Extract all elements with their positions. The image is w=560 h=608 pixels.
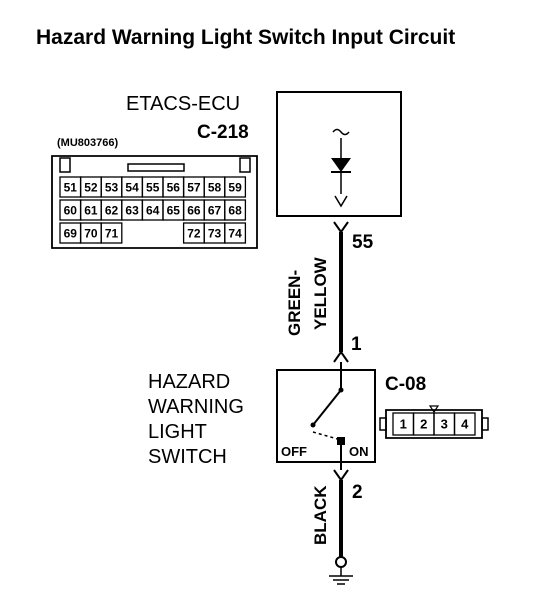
pin-number: 3 xyxy=(441,417,448,432)
svg-text:YELLOW: YELLOW xyxy=(311,256,330,330)
svg-text:SWITCH: SWITCH xyxy=(148,446,227,468)
connector-pin-cell: 60 xyxy=(59,199,82,221)
connector-pin-cell: 73 xyxy=(203,222,226,244)
ecu-box xyxy=(276,91,402,217)
pin-number: 54 xyxy=(125,181,139,195)
ecu-pin-number: 55 xyxy=(352,232,374,253)
pin-number: 55 xyxy=(146,181,160,195)
connector-pin-cell: 69 xyxy=(59,222,82,244)
diode-icon xyxy=(331,128,351,208)
pin-number: 69 xyxy=(64,227,78,241)
pin-number: 59 xyxy=(228,181,242,195)
connector-pin-cell: 72 xyxy=(182,222,205,244)
switch-label: HAZARD WARNING LIGHT SWITCH xyxy=(148,371,244,468)
switch-pin2-number: 2 xyxy=(352,482,363,503)
connector-pin-cell: 64 xyxy=(141,199,164,221)
connector-pin-cell: 52 xyxy=(79,176,102,198)
pin-number: 68 xyxy=(228,204,242,218)
connector-pin-cell: 56 xyxy=(162,176,185,198)
pin-number: 71 xyxy=(105,227,119,241)
connector-pin-cell: 70 xyxy=(79,222,102,244)
connector-pin-cell: 53 xyxy=(100,176,123,198)
connector-pin-cell: 1 xyxy=(392,412,415,436)
connector-pin-cell: 51 xyxy=(59,176,82,198)
pin-number: 57 xyxy=(187,181,201,195)
pin-number: 4 xyxy=(461,417,469,432)
switch-pin1-number: 1 xyxy=(351,334,362,355)
connector-c218: 51 52 53 54 55 56 57 58 59 60 61 62 63 64 65 66 67 68 69… xyxy=(51,155,258,249)
connector-pin-cell: 61 xyxy=(79,199,102,221)
pin-number: 53 xyxy=(105,181,119,195)
connector-pin-cell: 66 xyxy=(182,199,205,221)
connector-pin-cell: 63 xyxy=(121,199,144,221)
pin-number: 52 xyxy=(84,181,98,195)
connector-pin-cell: 74 xyxy=(224,222,247,244)
switch-connector-code: C-08 xyxy=(385,374,426,395)
wire-color-label-top: GREEN- YELLOW xyxy=(285,256,330,336)
pin-number: 73 xyxy=(208,227,222,241)
pin-number: 63 xyxy=(125,204,139,218)
connector-pin-cell: 58 xyxy=(203,176,226,198)
connector-pin-cell: 71 xyxy=(100,222,123,244)
pin-number: 66 xyxy=(187,204,201,218)
switch-on-label: ON xyxy=(349,444,369,459)
pin-number: 62 xyxy=(105,204,119,218)
pin-number: 56 xyxy=(167,181,181,195)
connector-pin-cell: 3 xyxy=(433,412,456,436)
connector-pin-cell: 67 xyxy=(203,199,226,221)
switch-pin2-terminal-icon xyxy=(333,469,349,482)
connector-pin-cell: 2 xyxy=(412,412,435,436)
switch-off-label: OFF xyxy=(281,444,307,459)
switch-contact-icon xyxy=(310,389,345,470)
connector-pin-cell: 65 xyxy=(162,199,185,221)
connector-pin-cell: 68 xyxy=(224,199,247,221)
ground-icon xyxy=(329,556,353,585)
connector-pin-cell: 62 xyxy=(100,199,123,221)
wire-color-label-bottom: BLACK xyxy=(311,485,330,545)
svg-text:LIGHT: LIGHT xyxy=(148,421,207,443)
hazard-switch-box: OFF ON xyxy=(276,362,376,470)
pin-number: 64 xyxy=(146,204,160,218)
svg-text:WARNING: WARNING xyxy=(148,396,244,418)
pin-number: 70 xyxy=(84,227,98,241)
connector-pin-cell: 57 xyxy=(182,176,205,198)
pin-number: 72 xyxy=(187,227,201,241)
pin-number: 60 xyxy=(64,204,78,218)
diagram-title: Hazard Warning Light Switch Input Circui… xyxy=(36,26,455,49)
pin-number: 61 xyxy=(84,204,98,218)
pin-number: 1 xyxy=(400,417,407,432)
ecu-pin-terminal-icon xyxy=(333,221,349,234)
svg-text:HAZARD: HAZARD xyxy=(148,371,230,393)
svg-text:GREEN-: GREEN- xyxy=(285,270,304,336)
ecu-connector-code: C-218 xyxy=(197,122,249,143)
pin-number: 65 xyxy=(167,204,181,218)
ecu-name: ETACS-ECU xyxy=(126,93,240,115)
pin-number: 58 xyxy=(208,181,222,195)
pin-number: 2 xyxy=(420,417,427,432)
pin-number: 51 xyxy=(64,181,78,195)
connector-pin-cell: 59 xyxy=(224,176,247,198)
ecu-part-number: (MU803766) xyxy=(57,137,118,149)
switch-pin1-terminal-icon xyxy=(333,350,349,363)
pin-number: 74 xyxy=(228,227,242,241)
connector-pin-cell: 4 xyxy=(453,412,476,436)
pin-number: 67 xyxy=(208,204,222,218)
connector-pin-cell: 55 xyxy=(141,176,164,198)
connector-pin-cell: 54 xyxy=(121,176,144,198)
